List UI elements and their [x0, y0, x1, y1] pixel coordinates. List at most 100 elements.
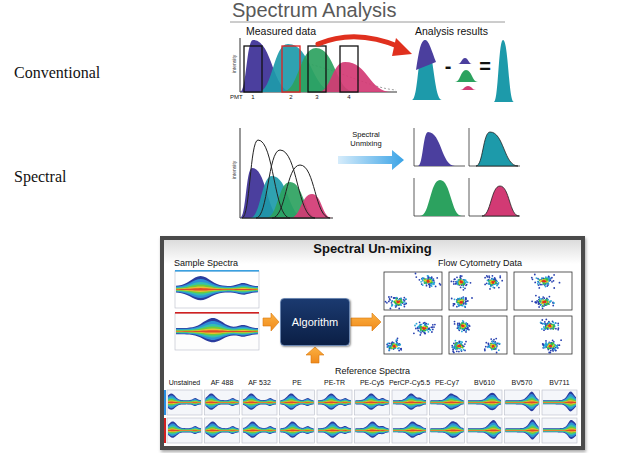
spectrum-band: [176, 287, 258, 292]
spectrum-band: [393, 429, 426, 433]
event-dot: [399, 344, 401, 346]
event-dot: [458, 301, 460, 303]
event-dot: [560, 339, 562, 341]
event-dot: [556, 347, 558, 349]
event-dot: [425, 325, 427, 327]
spectrum-frame: [205, 390, 240, 415]
event-dot: [394, 345, 396, 347]
spectrum-band: [168, 399, 201, 405]
event-dot: [429, 281, 431, 283]
event-dot: [400, 348, 402, 350]
event-dot: [460, 341, 462, 343]
node-illustration: [164, 364, 581, 446]
event-dot: [451, 281, 453, 283]
event-dot: [548, 341, 550, 343]
node-label: Sample Spectra: [172, 258, 262, 268]
event-dot: [457, 300, 459, 302]
event-dot: [496, 285, 498, 287]
event-dot: [396, 345, 398, 347]
event-dot: [492, 286, 494, 288]
event-dot: [398, 301, 400, 303]
event-dot: [465, 303, 467, 305]
spectrum-band: [168, 393, 201, 409]
spectrum-band: [243, 399, 276, 405]
detector-window: [282, 46, 300, 92]
event-dot: [492, 282, 494, 284]
event-dot: [391, 300, 393, 302]
event-dot: [459, 345, 461, 347]
event-dot: [552, 322, 554, 324]
event-dot: [461, 322, 463, 324]
event-dot: [397, 302, 399, 304]
event-dot: [546, 299, 548, 301]
event-dot: [542, 279, 544, 281]
event-dot: [397, 337, 399, 339]
spectrum-band: [393, 421, 426, 437]
event-dot: [491, 281, 493, 283]
event-dot: [461, 302, 463, 304]
event-dot: [494, 342, 496, 344]
spectrum-frame: [175, 313, 259, 350]
event-dot: [461, 331, 463, 333]
event-dot: [387, 343, 389, 345]
event-dot: [399, 343, 401, 345]
event-dot: [456, 281, 458, 283]
event-dot: [467, 325, 469, 327]
spectrum-band: [431, 395, 464, 408]
event-dot: [550, 346, 552, 348]
spectrum-band: [281, 395, 314, 408]
event-dot: [548, 345, 550, 347]
event-dot: [423, 327, 425, 329]
event-dot: [552, 346, 554, 348]
event-dot: [391, 347, 393, 349]
event-dot: [552, 346, 554, 348]
event-dot: [537, 281, 539, 283]
event-dot: [549, 346, 551, 348]
event-dot: [461, 300, 463, 302]
event-dot: [490, 345, 492, 347]
event-dot: [396, 301, 398, 303]
event-dot: [389, 349, 391, 351]
event-dot: [457, 345, 459, 347]
event-dot: [532, 278, 534, 280]
axis: [469, 128, 470, 166]
event-dot: [396, 298, 398, 300]
event-dot: [391, 300, 393, 302]
event-dot: [537, 278, 539, 280]
event-dot: [553, 302, 555, 304]
event-dot: [430, 281, 432, 283]
event-dot: [543, 281, 545, 283]
spectrum-band: [176, 318, 258, 342]
spectrum-band: [243, 427, 276, 433]
spectrum-band: [393, 430, 426, 432]
event-dot: [460, 280, 462, 282]
event-dot: [545, 280, 547, 282]
event-dot: [431, 283, 433, 285]
event-dot: [461, 350, 463, 352]
spectrum-band: [356, 395, 389, 408]
event-dot: [392, 346, 394, 348]
event-dot: [544, 280, 546, 282]
spectrum-band: [543, 401, 576, 403]
event-dot: [403, 299, 405, 301]
arrow-label: Spectral Unmixing: [343, 131, 389, 148]
event-dot: [469, 325, 471, 327]
spectrum-band: [393, 399, 426, 405]
event-dot: [391, 296, 393, 298]
spectrum-band: [506, 428, 539, 432]
event-dot: [545, 327, 547, 329]
event-dot: [421, 283, 423, 285]
spectrum-frame: [167, 418, 202, 443]
spectrum-band: [318, 423, 351, 436]
spectrum-band: [281, 427, 314, 433]
event-dot: [397, 348, 399, 350]
event-dot: [493, 345, 495, 347]
event-dot: [470, 282, 472, 284]
event-dot: [458, 351, 460, 353]
spectrum-band: [318, 421, 351, 437]
event-dot: [547, 279, 549, 281]
spectrum-band: [281, 423, 314, 436]
spectrum-band: [281, 425, 314, 434]
event-dot: [399, 301, 401, 303]
event-dot: [456, 345, 458, 347]
